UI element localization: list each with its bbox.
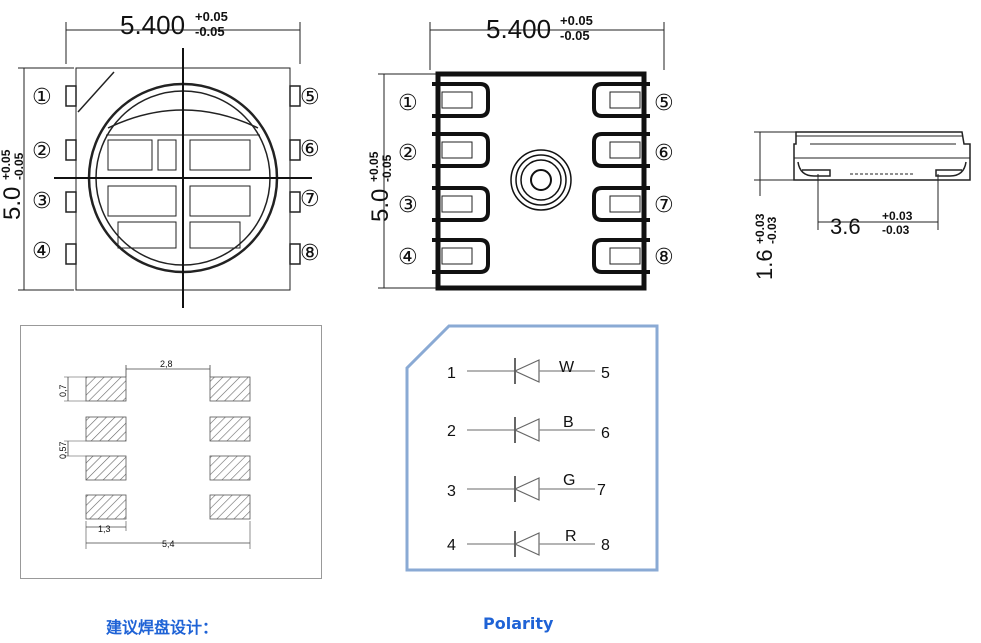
polarity-pin-2: 2 xyxy=(447,423,456,440)
top-pin-1: ① xyxy=(32,85,52,110)
side-width-value: 3.6 xyxy=(830,214,861,239)
bottom-pin-2: ② xyxy=(398,141,418,166)
bottom-pin-4: ④ xyxy=(398,245,418,270)
polarity-color-w: W xyxy=(559,359,575,376)
side-width-minus: -0.03 xyxy=(882,223,910,237)
side-height-plus: +0.03 xyxy=(753,213,767,244)
bottom-pin-1: ① xyxy=(398,91,418,116)
pad-dim-total: 5,4 xyxy=(162,539,175,549)
polarity-diagram: 1 W 5 2 B 6 3 G 7 4 R 8 xyxy=(405,324,659,572)
polarity-color-r: R xyxy=(565,528,577,545)
diode-row-3: 3 G 7 xyxy=(447,472,606,502)
bottom-height-value: 5.0 xyxy=(367,189,394,222)
top-height-value: 5.0 xyxy=(0,187,26,220)
polarity-pin-3: 3 xyxy=(447,483,456,500)
top-pin-6: ⑥ xyxy=(300,137,320,162)
pad-dim-pitch-top: 2,8 xyxy=(160,359,173,369)
top-pin-7: ⑦ xyxy=(300,187,320,212)
polarity-color-b: B xyxy=(563,414,574,431)
polarity-pin-5: 5 xyxy=(601,365,610,382)
diode-row-4: 4 R 8 xyxy=(447,528,610,557)
bottom-pin-7: ⑦ xyxy=(654,193,674,218)
diode-row-2: 2 B 6 xyxy=(447,414,610,443)
pad-dim-height: 0,7 xyxy=(58,384,68,397)
top-pin-3: ③ xyxy=(32,189,52,214)
pad-dim-width: 1,3 xyxy=(98,524,111,534)
side-height-minus: -0.03 xyxy=(765,216,779,244)
top-view-drawing: 5.400 +0.05 -0.05 5.0 +0.05 -0.05 xyxy=(0,9,320,308)
polarity-pin-6: 6 xyxy=(601,425,610,442)
bottom-pin-3: ③ xyxy=(398,193,418,218)
top-pin-5: ⑤ xyxy=(300,85,320,110)
top-height-plus: +0.05 xyxy=(0,149,13,180)
bottom-width-value: 5.400 xyxy=(486,14,551,44)
polarity-color-g: G xyxy=(563,472,575,489)
bottom-pin-5: ⑤ xyxy=(654,91,674,116)
polarity-pin-8: 8 xyxy=(601,537,610,554)
top-pin-4: ④ xyxy=(32,239,52,264)
side-view-drawing: 1.6 +0.03 -0.03 3.6 +0.03 -0.03 xyxy=(752,131,971,280)
bottom-pin-8: ⑧ xyxy=(654,245,674,270)
top-pin-2: ② xyxy=(32,139,52,164)
bottom-height-minus: -0.05 xyxy=(380,154,394,182)
bottom-width-minus: -0.05 xyxy=(560,28,590,43)
polarity-pin-1: 1 xyxy=(447,365,456,382)
top-width-plus: +0.05 xyxy=(195,9,228,24)
bottom-height-plus: +0.05 xyxy=(367,151,381,182)
top-width-minus: -0.05 xyxy=(195,24,225,39)
top-height-minus: -0.05 xyxy=(12,152,26,180)
side-width-plus: +0.03 xyxy=(882,209,913,223)
diode-row-1: 1 W 5 xyxy=(447,358,610,384)
pad-layout-drawing: 2,8 0,7 0,57 1,3 5,4 xyxy=(20,325,322,579)
top-pin-8: ⑧ xyxy=(300,241,320,266)
polarity-pin-4: 4 xyxy=(447,537,456,554)
bottom-pin-6: ⑥ xyxy=(654,141,674,166)
top-width-value: 5.400 xyxy=(120,10,185,40)
polarity-pin-7: 7 xyxy=(597,482,606,499)
pad-design-caption: 建议焊盘设计： xyxy=(106,618,219,637)
polarity-caption: Polarity xyxy=(483,614,554,633)
pad-dim-gap: 0,57 xyxy=(58,441,68,459)
bottom-view-drawing: 5.400 +0.05 -0.05 5.0 +0.05 -0.05 ① ② xyxy=(367,13,674,291)
bottom-width-plus: +0.05 xyxy=(560,13,593,28)
side-height-value: 1.6 xyxy=(752,249,777,280)
